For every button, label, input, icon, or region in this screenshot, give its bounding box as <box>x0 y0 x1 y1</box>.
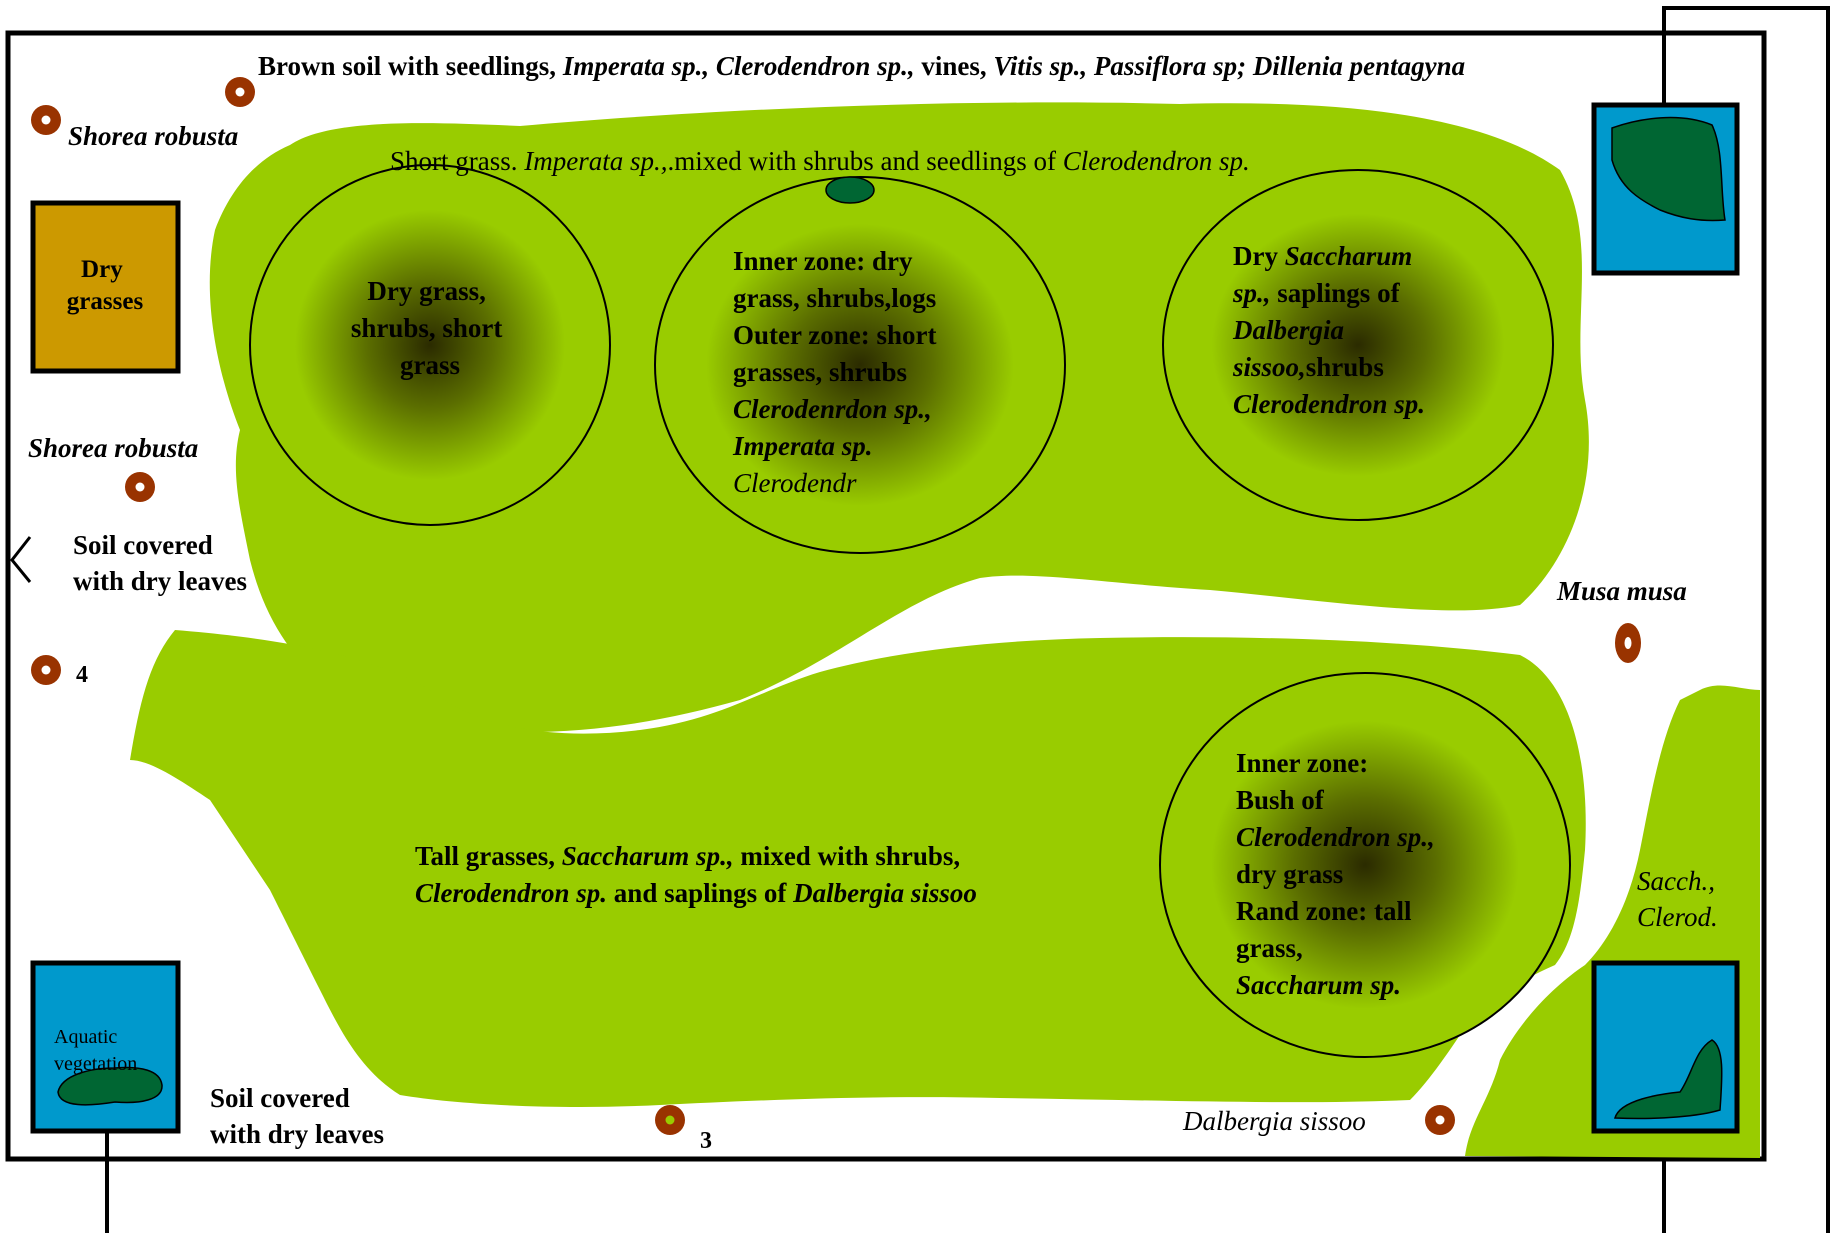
zone2-label: Inner zone: dry grass, shrubs,logs Outer… <box>732 246 943 498</box>
soil-label-left: Soil covered with dry leaves <box>73 530 247 596</box>
tree-marker-shorea-1 <box>31 105 61 135</box>
tree-marker-4 <box>31 655 61 685</box>
small-aquatic-patch <box>825 176 875 204</box>
tree-marker-dalbergia <box>1425 1105 1455 1135</box>
dry-grasses-box <box>30 200 181 374</box>
aquatic-plant-bottom-right <box>1614 1039 1723 1120</box>
dry-grasses-label: Dry grasses <box>67 256 144 315</box>
top-soil-label: Brown soil with seedlings, Imperata sp.,… <box>258 51 1465 81</box>
short-grass-label: Short grass. Imperata sp.,.mixed with sh… <box>390 146 1250 176</box>
zone-dry-saccharum <box>1162 169 1554 521</box>
shorea-label-top: Shorea robusta <box>68 121 238 151</box>
tree-marker-musa <box>1615 623 1641 663</box>
tree-marker-top-left <box>225 77 255 107</box>
aquatic-plant-top-right <box>1611 116 1726 222</box>
dalbergia-label: Dalbergia sissoo <box>1182 1106 1366 1136</box>
marker-number-4: 4 <box>76 662 88 688</box>
tree-marker-3 <box>655 1105 685 1135</box>
zone4-label: Inner zone: Bush of Clerodendron sp., dr… <box>1236 748 1442 1000</box>
zone-inner-outer-clerodendron <box>654 176 1066 554</box>
tall-grass-label: Tall grasses, Saccharum sp., mixed with … <box>415 841 977 908</box>
shorea-label-middle: Shorea robusta <box>28 433 198 463</box>
musa-label: Musa musa <box>1556 576 1687 606</box>
marker-number-3: 3 <box>700 1128 712 1154</box>
entrance-marker <box>10 536 32 583</box>
enclosure-border <box>5 30 1767 1162</box>
aquatic-plant-bottom-left <box>57 1066 163 1106</box>
zone1-label: Dry grass, shrubs, short grass <box>351 276 509 380</box>
right-boundary-line <box>1662 6 1830 1233</box>
sacch-clerod-label: Sacch., Clerod. <box>1637 866 1722 932</box>
zone3-label: Dry Saccharum sp., saplings of Dalbergia… <box>1232 241 1425 419</box>
zone-clerodendron-bush <box>1159 672 1571 1058</box>
zone-dry-grass-shrubs <box>249 164 611 526</box>
soil-label-bottom: Soil covered with dry leaves <box>210 1083 384 1149</box>
aquatic-vegetation-label: Aquatic vegetation <box>54 1026 137 1075</box>
tree-marker-shorea-2 <box>125 472 155 502</box>
